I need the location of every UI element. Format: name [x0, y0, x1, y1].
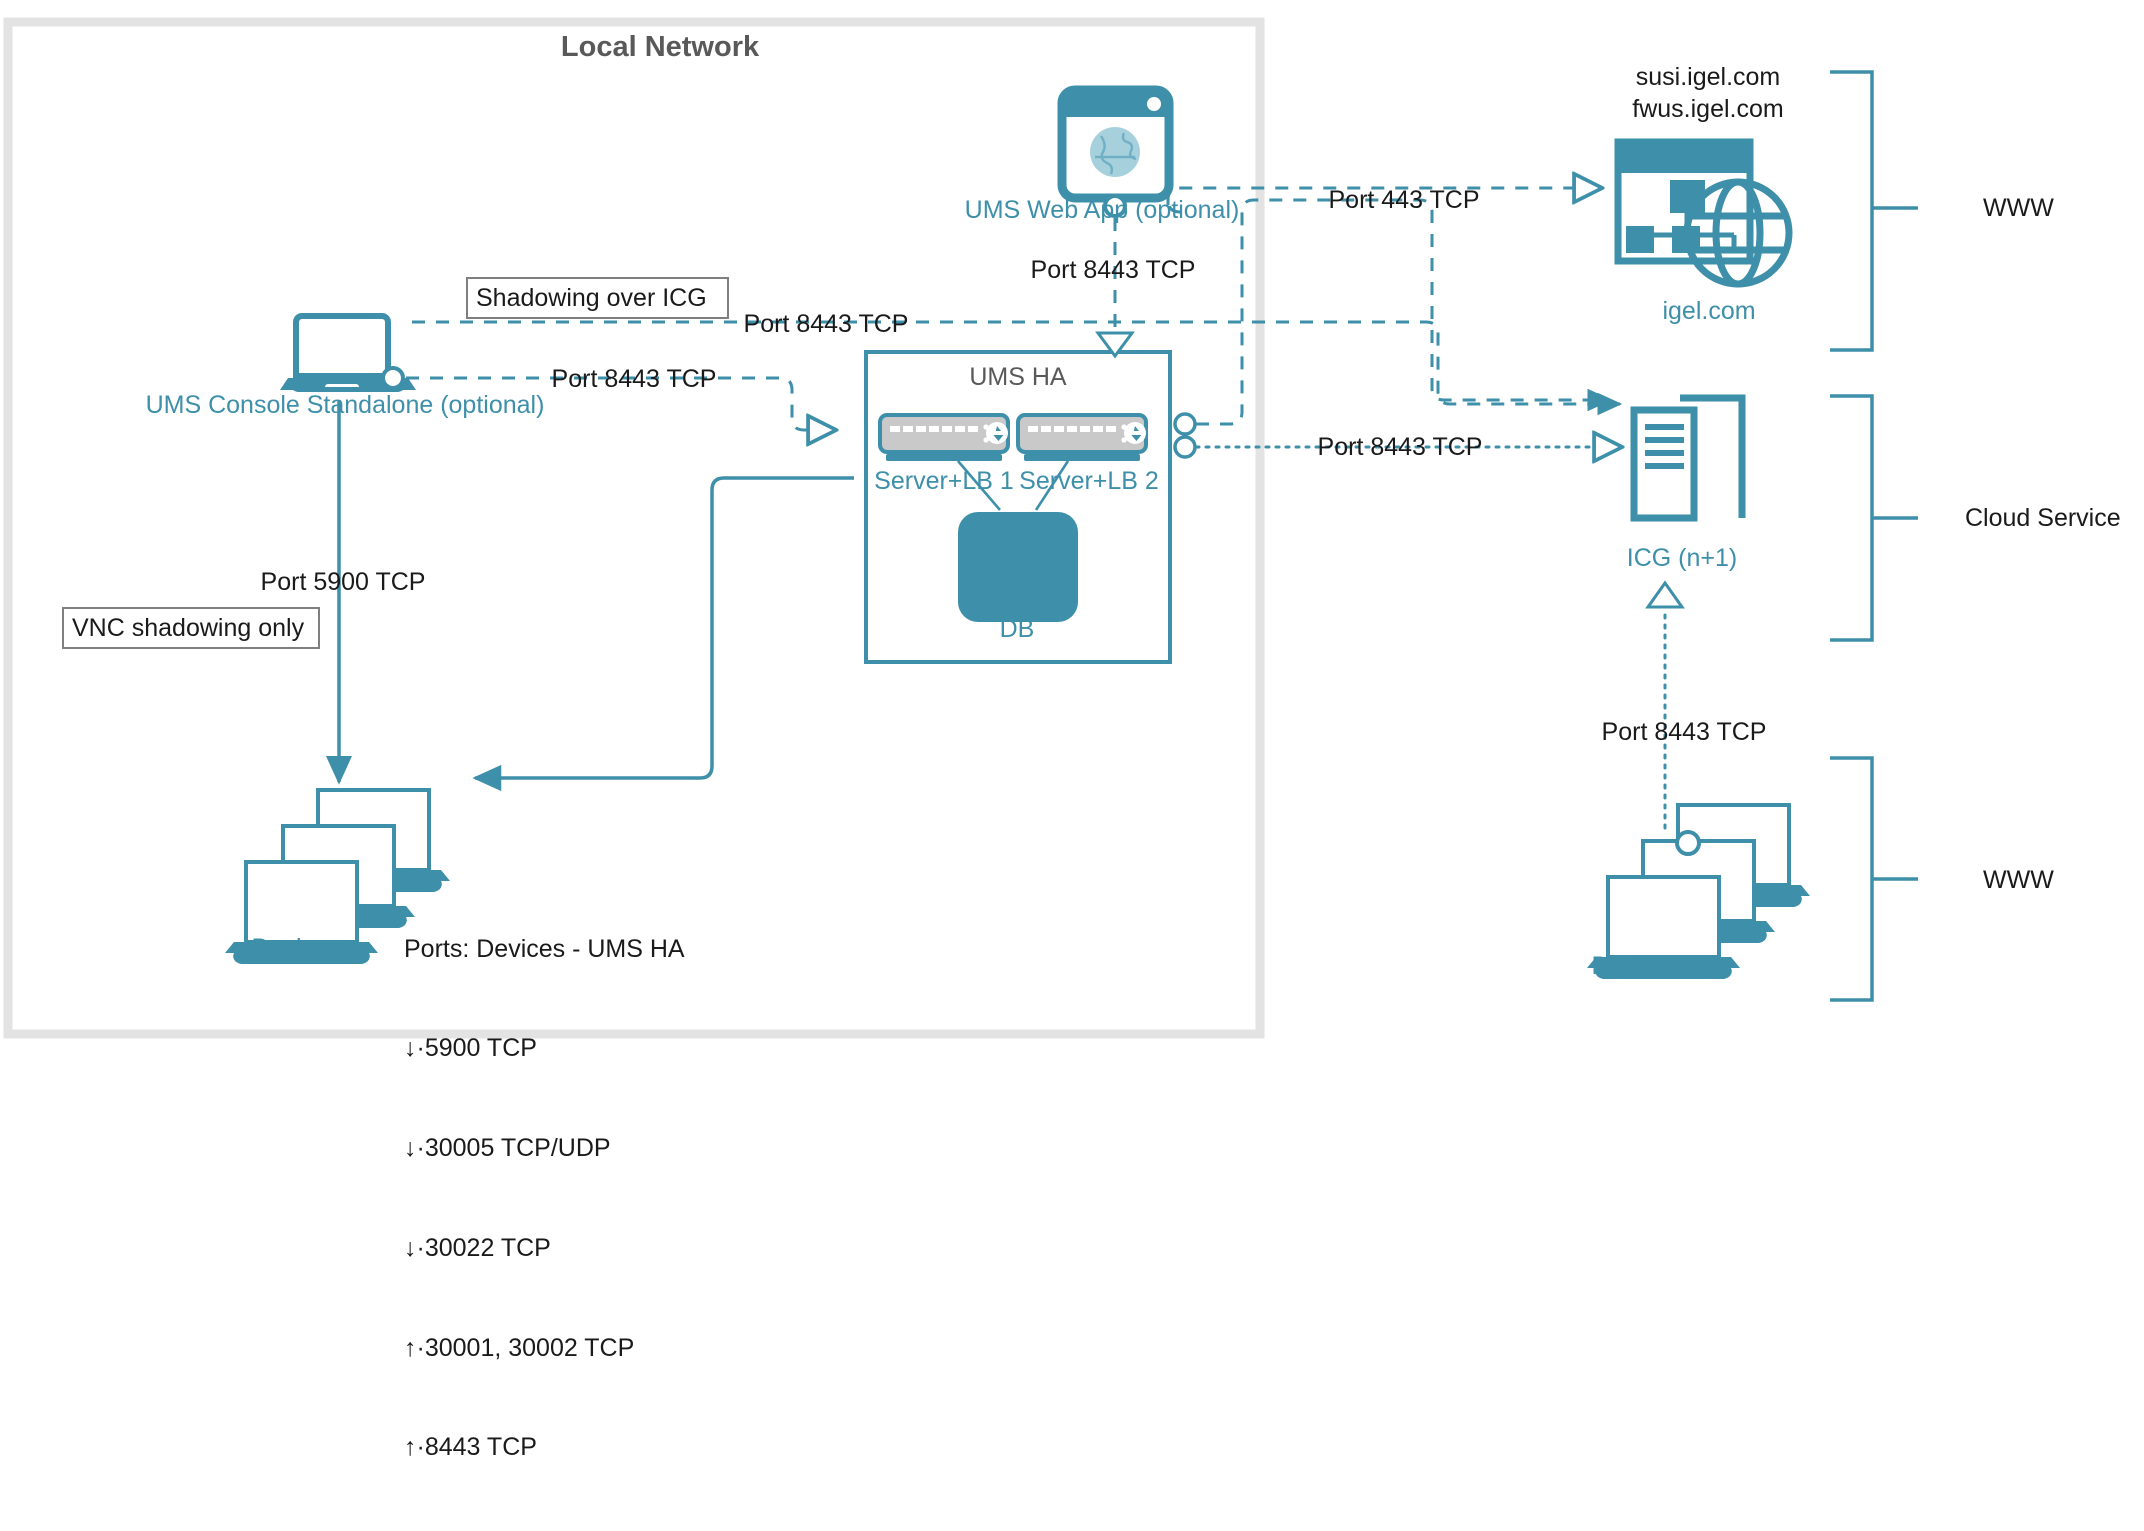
igel-host-susi: susi.igel.com	[1635, 63, 1781, 91]
ums-console-label: UMS Console Standalone (optional)	[145, 391, 545, 419]
note-shadowing-over-icg: Shadowing over ICG	[466, 277, 729, 319]
zone-label-www-top: WWW	[1983, 194, 2054, 222]
label-port-8443-umsha-icg: Port 8443 TCP	[1317, 433, 1483, 461]
igel-host-fwus: fwus.igel.com	[1632, 95, 1784, 123]
port-list-row-0: ↓·5900 TCP	[404, 1034, 537, 1063]
ums-ha-server2-label: Server+LB 2	[1019, 467, 1159, 495]
port-list-row-2: ↓·30022 TCP	[404, 1233, 551, 1262]
conn-devices-to-icg	[1645, 580, 1685, 830]
ums-ha-title: UMS HA	[969, 363, 1067, 391]
local-network-boundary	[3, 17, 1265, 1039]
conn-console-to-umsha	[406, 376, 834, 430]
ums-console-laptop-icon	[280, 313, 416, 392]
port-list: Ports: Devices - UMS HA ↓·5900 TCP ↓·300…	[404, 866, 685, 1531]
note-vnc-shadowing-only: VNC shadowing only	[62, 607, 320, 649]
ums-ha-db-label: DB	[999, 615, 1035, 643]
server-load-balancer-1-icon	[878, 413, 1010, 511]
label-port-8443-webapp-umsha: Port 8443 TCP	[1030, 256, 1196, 284]
icg-server-rack-icon	[1630, 394, 1746, 522]
note-shadowing-over-icg-text: Shadowing over ICG	[476, 283, 707, 312]
conn-webapp-to-umsha	[1095, 218, 1135, 359]
port-list-row-1: ↓·30005 TCP/UDP	[404, 1134, 611, 1162]
umsha-connector-knobs	[1173, 412, 1197, 459]
zone-bracket-www-bottom	[1830, 756, 1918, 1002]
label-port-8443-shadowing: Port 8443 TCP	[743, 310, 909, 338]
label-port-443-webapp-igel: Port 443 TCP	[1328, 186, 1480, 214]
local-network-title: Local Network	[560, 31, 760, 63]
ums-ha-server1-label: Server+LB 1	[874, 467, 1014, 495]
label-port-8443-console-umsha: Port 8443 TCP	[551, 365, 717, 393]
conn-umsha-to-devices	[472, 476, 854, 792]
port-list-row-4: ↑·8443 TCP	[404, 1433, 537, 1462]
zone-label-cloud-service: Cloud Service	[1965, 504, 2121, 532]
conn-webapp-to-igel	[1166, 188, 1600, 214]
devices-remote-label: Devices	[1591, 952, 1681, 980]
ums-web-app-icon	[1057, 85, 1174, 218]
zone-bracket-cloud-service	[1830, 394, 1918, 642]
zone-label-www-bottom: WWW	[1983, 866, 2054, 894]
server-load-balancer-2-icon	[1016, 413, 1148, 511]
devices-remote-icon	[1587, 803, 1810, 979]
devices-local-label: Devices	[251, 934, 341, 962]
label-port-8443-devices-icg: Port 8443 TCP	[1601, 718, 1767, 746]
note-vnc-shadowing-only-text: VNC shadowing only	[72, 613, 305, 642]
devices-local-icon	[225, 788, 450, 964]
port-list-row-3: ↑·30001, 30002 TCP	[404, 1333, 635, 1362]
label-port-5900-console-devices: Port 5900 TCP	[260, 568, 426, 596]
port-list-title: Ports: Devices - UMS HA	[404, 934, 685, 963]
diagram-canvas: Local Network UMS Web App (optional) Por…	[3, 17, 2121, 1461]
igel-com-website-icon	[1614, 138, 1793, 288]
conn-console-shadowing-over-icg	[412, 320, 1623, 416]
icg-label: ICG (n+1)	[1626, 544, 1738, 572]
network-diagram-svg	[3, 17, 1918, 1039]
ums-web-app-label: UMS Web App (optional)	[964, 196, 1240, 224]
zone-bracket-www-top	[1830, 70, 1918, 352]
igel-com-label: igel.com	[1662, 297, 1756, 325]
database-cylinder-icon	[958, 512, 1078, 622]
